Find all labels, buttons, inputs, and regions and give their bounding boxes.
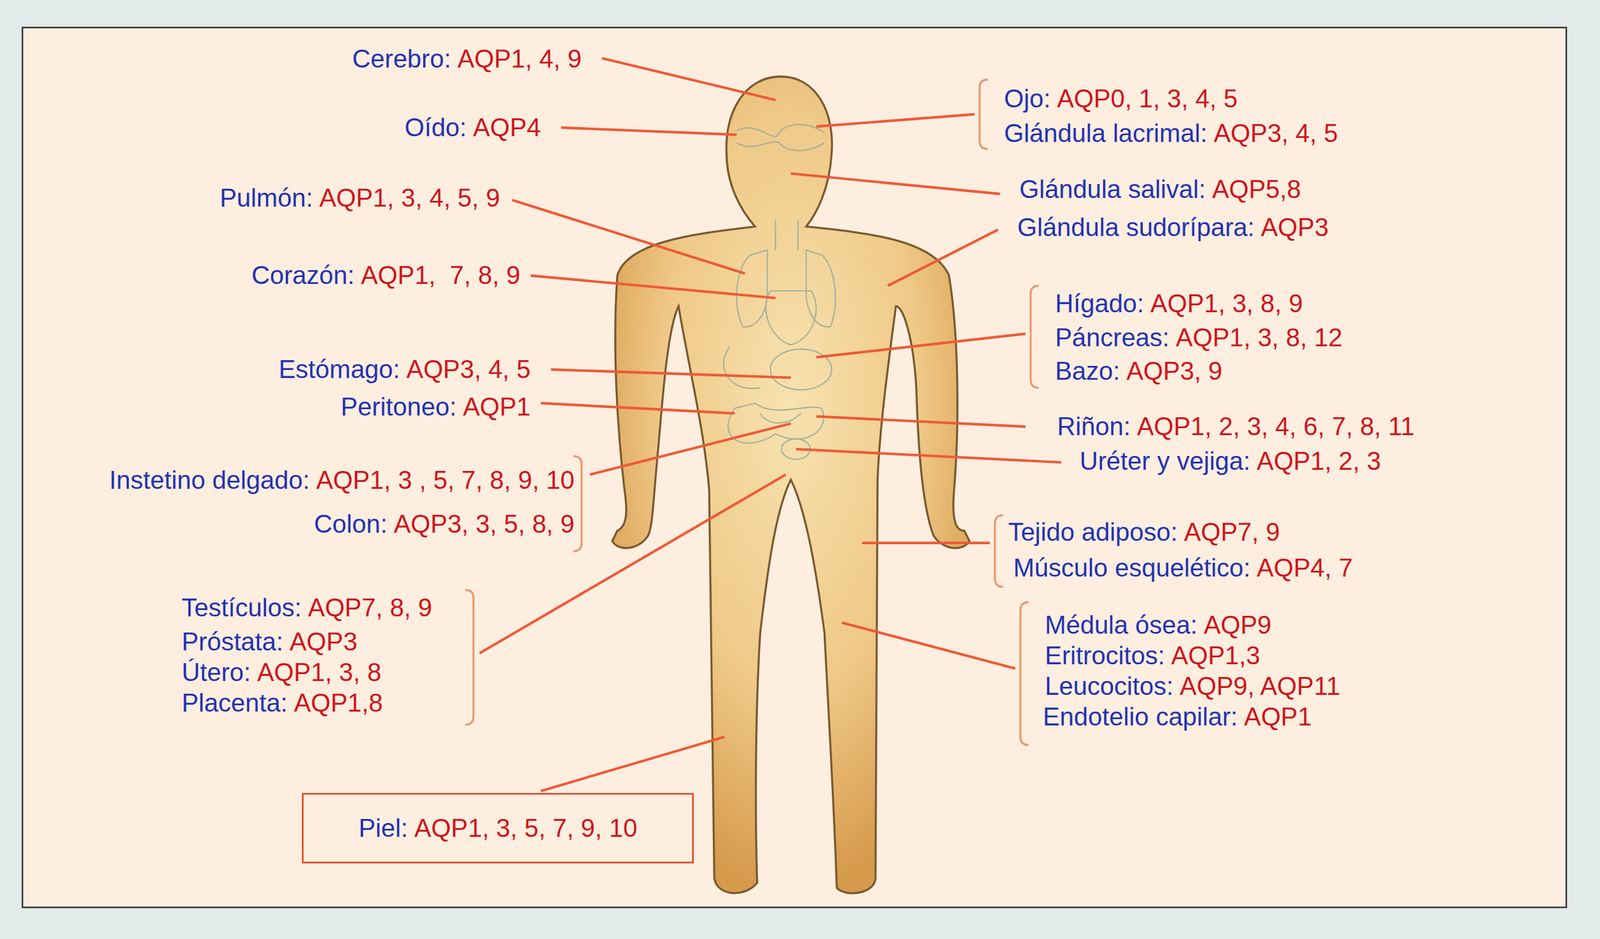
organ-name: Placenta: [181,688,288,717]
organ-label: Placenta:AQP1,8 [181,688,384,719]
aquaporin-list: AQP1, 3 , 5, 7, 8, 9, 10 [316,465,575,495]
aquaporin-list: AQP1, 2, 3 [1256,446,1381,476]
organ-label: Útero:AQP1, 3, 8 [181,657,382,689]
organ-label: Pulmón:AQP1, 3, 4, 5, 9 [219,182,501,214]
organ-label: Leucocitos:AQP9, AQP11 [1044,671,1341,702]
organ-label: Peritoneo:AQP1 [340,391,531,423]
organ-label: Próstata:AQP3 [181,626,358,658]
panel [22,27,1567,908]
organ-name: Oído: [404,113,467,142]
aquaporin-list: AQP9 [1203,610,1271,639]
organ-label: Cerebro:AQP1, 4, 9 [352,43,582,75]
organ-name: Músculo esquelético: [1012,553,1251,582]
organ-label: Tejido adiposo:AQP7, 9 [1008,517,1281,548]
aquaporin-list: AQP1 [1243,702,1312,731]
organ-label: Páncreas:AQP1, 3, 8, 12 [1055,322,1343,354]
organ-outlines [723,124,836,460]
organ-label: Bazo:AQP3, 9 [1055,356,1223,387]
organ-name: Eritrocitos: [1044,641,1165,670]
aquaporin-list: AQP4 [473,113,541,142]
aquaporin-list: AQP1, 3, 5, 7, 9, 10 [414,813,638,843]
leader-lines [479,58,1062,792]
organ-name: Riñon: [1057,412,1131,441]
aquaporin-list: AQP0, 1, 3, 4, 5 [1056,84,1238,113]
aquaporin-list: AQP1, 4, 9 [457,44,582,73]
organ-label: Testículos:AQP7, 8, 9 [181,592,433,624]
organ-name: Médula ósea: [1044,610,1198,639]
aquaporin-list: AQP1,8 [293,688,383,717]
aquaporin-list: AQP1, 3, 8, 12 [1175,323,1343,352]
organ-name: Leucocitos: [1044,671,1174,701]
organ-name: Glándula lacrimal: [1004,118,1208,148]
organ-name: Colon: [313,509,388,538]
aquaporin-list: AQP1, 2, 3, 4, 6, 7, 8, 11 [1137,412,1415,441]
organ-name: Glándula salival: [1019,174,1206,204]
organ-label: Instetino delgado:AQP1, 3 , 5, 7, 8, 9, … [109,465,575,496]
organ-name: Páncreas: [1055,323,1170,352]
aquaporin-list: AQP3 [1260,212,1329,242]
organ-label: Colon:AQP3, 3, 5, 8, 9 [313,509,575,540]
organ-name: Peritoneo: [340,392,457,421]
aquaporin-list: AQP5,8 [1212,174,1302,204]
organ-name: Corazón: [251,260,355,290]
organ-name: Próstata: [181,627,284,656]
aquaporin-list: AQP4, 7 [1256,553,1353,582]
organ-label: Glándula lacrimal:AQP3, 4, 5 [1004,118,1338,149]
organ-name: Piel: [358,813,409,843]
aquaporin-list: AQP1, 3, 8, 9 [1150,289,1303,318]
aquaporin-list: AQP3, 9 [1126,356,1222,385]
aquaporin-list: AQP1 [462,392,531,421]
aquaporin-list: AQP3, 3, 5, 8, 9 [393,509,575,538]
organ-name: Glándula sudorípara: [1017,212,1255,242]
human-figure [612,76,970,894]
organ-label: Hígado:AQP1, 3, 8, 9 [1055,288,1303,320]
organ-name: Estómago: [278,354,400,384]
aquaporin-list: AQP1, 7, 8, 9 [360,260,521,290]
aquaporin-list: AQP7, 8, 9 [308,593,433,622]
organ-label: Corazón:AQP1, 7, 8, 9 [251,260,521,291]
organ-name: Tejido adiposo: [1008,517,1179,547]
aquaporin-list: AQP3 [289,627,358,656]
organ-name: Bazo: [1055,356,1121,385]
organ-name: Pulmón: [219,183,313,212]
organ-name: Testículos: [181,593,302,622]
organ-name: Cerebro: [352,44,451,73]
organ-label: Estómago:AQP3, 4, 5 [278,354,532,385]
organ-name: Uréter y vejiga: [1079,446,1251,476]
organ-name: Útero: [181,658,252,687]
organ-label: Glándula sudorípara:AQP3 [1017,212,1329,244]
aquaporin-list: AQP3, 4, 5 [1213,118,1338,148]
organ-label: Glándula salival:AQP5,8 [1019,174,1302,205]
organ-label: Músculo esquelético:AQP4, 7 [1012,552,1353,584]
aquaporin-list: AQP1, 3, 8 [257,658,382,687]
skin-box: Piel:AQP1, 3, 5, 7, 9, 10 [301,793,694,864]
organ-label: Eritrocitos:AQP1,3 [1044,640,1261,672]
aquaporin-list: AQP3, 4, 5 [406,354,531,384]
organ-name: Instetino delgado: [109,465,310,495]
aquaporin-list: AQP7, 9 [1183,517,1280,547]
organ-label: Oído:AQP4 [404,112,541,144]
organ-label: Endotelio capilar:AQP1 [1043,701,1312,733]
organ-name: Ojo: [1004,84,1052,113]
aquaporin-list: AQP1, 3, 4, 5, 9 [319,183,500,212]
organ-label: Riñon:AQP1, 2, 3, 4, 6, 7, 8, 11 [1057,411,1415,443]
aquaporin-list: AQP9, AQP11 [1179,671,1341,701]
organ-label: Médula ósea:AQP9 [1044,610,1272,641]
organ-name: Endotelio capilar: [1043,702,1239,731]
brackets [465,79,1039,746]
organ-label: Uréter y vejiga:AQP1, 2, 3 [1079,446,1381,477]
organ-label: Ojo:AQP0, 1, 3, 4, 5 [1004,83,1239,115]
aquaporin-list: AQP1,3 [1171,641,1261,670]
organ-name: Hígado: [1055,289,1145,318]
